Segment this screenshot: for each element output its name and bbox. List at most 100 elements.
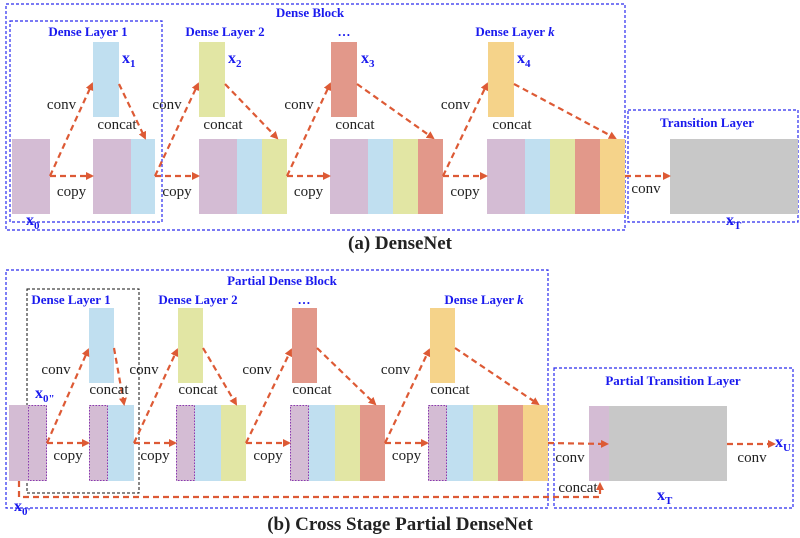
concat-part-x0 — [199, 139, 237, 214]
transition-output-xT — [609, 406, 727, 481]
conv-arrow — [133, 348, 179, 444]
dense-block-boundary — [5, 3, 626, 231]
copy-label: copy — [392, 448, 422, 464]
new-feature-map-3 — [331, 42, 357, 117]
concat-part-2 — [473, 405, 498, 481]
var-xU: xU — [775, 434, 791, 454]
partial-dense-block-boundary — [5, 269, 549, 509]
dense-layer-1-boundary — [26, 288, 140, 494]
partial-transition-layer-title: Partial Transition Layer — [605, 373, 741, 388]
concat-part-x0-double-prime — [290, 405, 309, 481]
concat-part-1 — [108, 405, 134, 481]
feature-map-x0-prime — [9, 405, 28, 481]
var-xT: xT — [657, 487, 673, 507]
conv-arrow — [442, 82, 489, 177]
concat-label: concat — [492, 117, 532, 133]
dense-layer-k-label: Dense Layer k — [444, 292, 524, 307]
copy-label: copy — [140, 448, 170, 464]
concat-label: concat — [203, 117, 243, 133]
concat-label: concat — [178, 382, 218, 398]
conv-arrow — [245, 348, 292, 444]
concat-part-2 — [393, 139, 418, 214]
partial-dense-block-title: Partial Dense Block — [227, 273, 338, 288]
concat-part-x0-double-prime — [89, 405, 108, 481]
concat-part-x0 — [487, 139, 525, 214]
transition-output-xT — [670, 139, 798, 214]
dense-block-title: Dense Block — [276, 5, 345, 20]
concat-part-2 — [335, 405, 360, 481]
copy-label: copy — [57, 184, 87, 200]
concat-part-1 — [368, 139, 393, 214]
concat-part-2 — [262, 139, 287, 214]
conv-label: conv — [242, 362, 272, 378]
concat-part-x0-double-prime — [176, 405, 195, 481]
ellipsis-label: … — [298, 292, 311, 307]
copy-label: copy — [162, 184, 192, 200]
concat-part-2 — [221, 405, 246, 481]
var-x4: x4 — [517, 50, 531, 70]
var-x3: x3 — [361, 50, 375, 70]
concat-part-1 — [447, 405, 473, 481]
new-feature-map-2 — [178, 308, 203, 383]
var-x0-prime: x0' — [14, 498, 31, 518]
concat-part-1 — [237, 139, 262, 214]
copy-label: copy — [53, 448, 83, 464]
concat-part-3 — [575, 139, 600, 214]
concat-arrow — [513, 83, 617, 139]
conv-label: conv — [152, 97, 182, 113]
concat-part-x0 — [330, 139, 368, 214]
concat-arrow — [356, 83, 435, 140]
new-feature-map-4 — [488, 42, 514, 117]
concat-arrow — [202, 347, 238, 406]
dense-layer-2-label: Dense Layer 2 — [185, 24, 264, 39]
new-feature-map-1 — [89, 308, 114, 383]
feature-map-x0 — [12, 139, 50, 214]
concat-part-4 — [523, 405, 548, 481]
conv-arrow — [154, 82, 200, 177]
ellipsis-label: … — [338, 24, 351, 39]
transition-conv-label: conv — [555, 450, 585, 466]
var-x1: x1 — [122, 50, 136, 70]
dense-layer-1-label: Dense Layer 1 — [48, 24, 127, 39]
caption-a: (a) DenseNet — [348, 233, 453, 254]
concat-arrow — [454, 347, 540, 406]
concat-label: concat — [430, 382, 470, 398]
concat-part-4 — [600, 139, 625, 214]
conv-label: conv — [41, 362, 71, 378]
dense-layer-1-boundary — [9, 20, 163, 223]
transition-layer-title: Transition Layer — [660, 115, 754, 130]
conv-label: conv — [284, 97, 314, 113]
concat-part-3 — [360, 405, 385, 481]
concat-part-3 — [498, 405, 523, 481]
concat-label: concat — [97, 117, 137, 133]
caption-b: (b) Cross Stage Partial DenseNet — [267, 514, 533, 535]
transition-conv-label: conv — [631, 181, 661, 197]
concat-part-3 — [418, 139, 443, 214]
concat-part-1 — [525, 139, 550, 214]
feature-map-x0-double-prime — [28, 405, 47, 481]
cross-stage-bypass-arrow — [17, 481, 604, 499]
dense-layer-2-label: Dense Layer 2 — [158, 292, 237, 307]
concat-label: concat — [335, 117, 375, 133]
conv-arrow — [286, 82, 332, 177]
conv-label: conv — [129, 362, 159, 378]
copy-label: copy — [450, 184, 480, 200]
transition-arrow — [547, 439, 609, 448]
feature-map-x0-double-prime-border — [28, 405, 47, 481]
conv-arrow — [48, 82, 94, 177]
dense-layer-k-label: Dense Layer k — [475, 24, 555, 39]
concat-arrow — [316, 347, 377, 406]
new-feature-map-2 — [199, 42, 225, 117]
concat-arrow — [224, 83, 279, 140]
output-conv-label: conv — [737, 450, 767, 466]
conv-arrow — [384, 348, 431, 444]
partial-transition-layer-boundary — [553, 367, 794, 509]
concat-part-x0-double-prime — [428, 405, 447, 481]
concat-part-2 — [550, 139, 575, 214]
var-x0: x0 — [26, 212, 40, 232]
var-xT: xT — [726, 212, 742, 232]
conv-label: conv — [441, 97, 471, 113]
bypass-concat-label: concat — [558, 480, 598, 496]
dense-layer-1-label: Dense Layer 1 — [31, 292, 110, 307]
conv-label: conv — [47, 97, 77, 113]
